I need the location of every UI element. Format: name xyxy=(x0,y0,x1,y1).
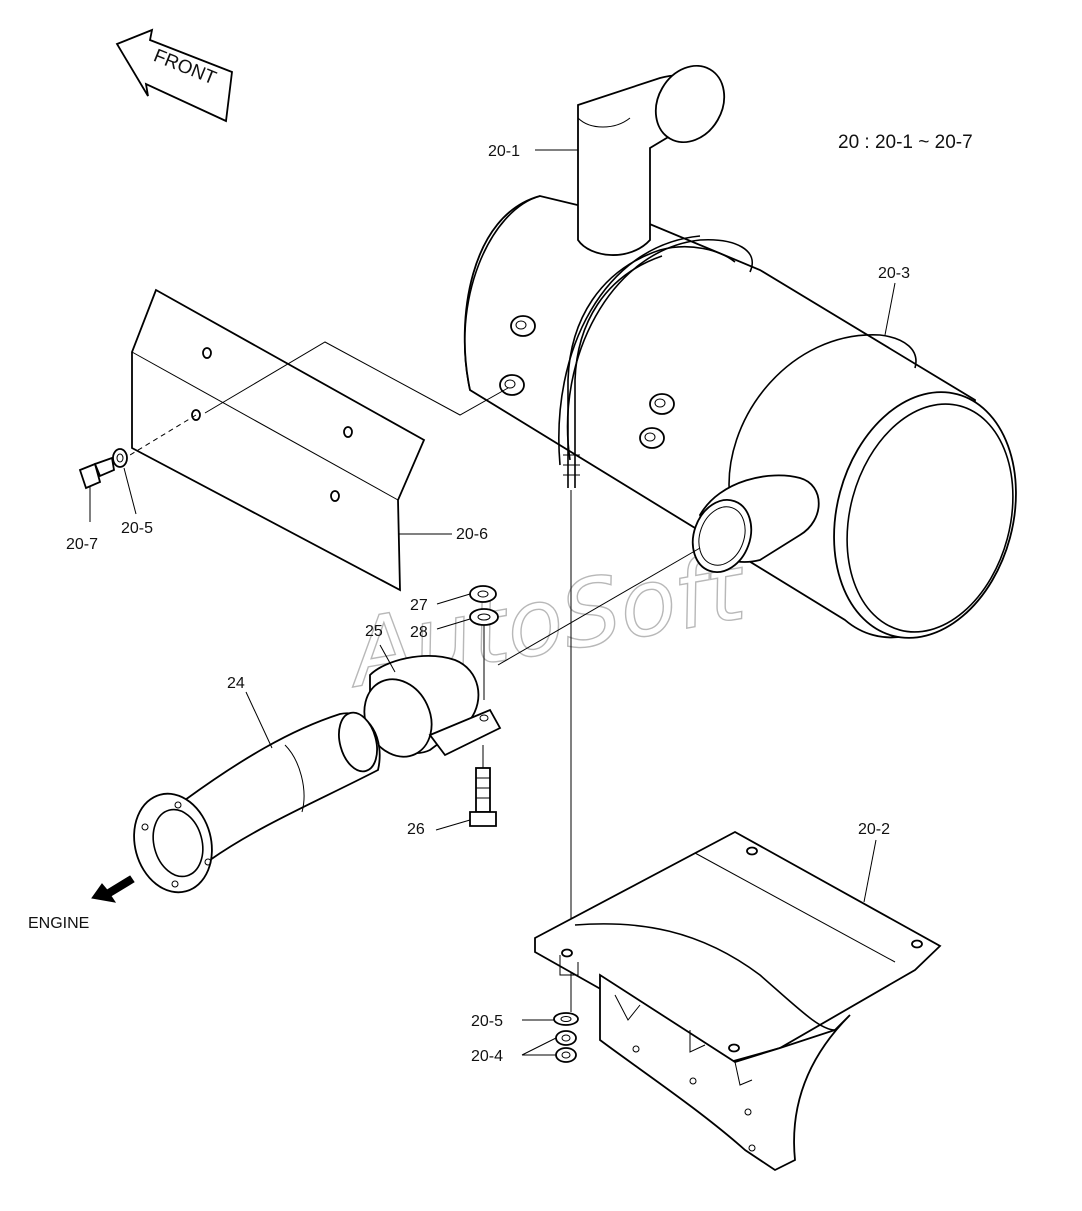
nut-20-4-b xyxy=(555,1047,577,1063)
engine-arrow-icon xyxy=(91,875,135,903)
front-arrow-icon: FRONT xyxy=(115,28,233,123)
callout-27: 27 xyxy=(410,597,428,614)
alignment-line xyxy=(204,341,509,416)
callout-24: 24 xyxy=(227,675,245,692)
leader-lines xyxy=(89,149,896,1056)
callout-20-3: 20-3 xyxy=(878,265,910,282)
callout-28: 28 xyxy=(410,624,428,641)
callout-20-7: 20-7 xyxy=(66,536,98,553)
bolt-26 xyxy=(469,767,497,827)
washer-20-5-bottom xyxy=(553,1012,579,1026)
mounting-bracket xyxy=(534,830,942,1172)
callout-20-5-bottom: 20-5 xyxy=(471,1013,503,1030)
exhaust-pipe-24 xyxy=(133,711,381,894)
nut-20-4-a xyxy=(555,1030,577,1046)
callout-20-5-top: 20-5 xyxy=(121,520,153,537)
callout-20-1: 20-1 xyxy=(488,143,520,160)
nut-27 xyxy=(469,585,497,603)
callout-20-6: 20-6 xyxy=(456,526,488,543)
muffler-body xyxy=(463,195,1017,639)
u-bolt xyxy=(567,245,736,488)
heat-shield xyxy=(131,288,426,592)
clamp-25 xyxy=(363,655,502,758)
bolt-20-7 xyxy=(78,448,128,490)
callout-26: 26 xyxy=(407,821,425,838)
washer-28 xyxy=(469,608,499,626)
callout-20-4: 20-4 xyxy=(471,1048,503,1065)
engine-label: ENGINE xyxy=(28,915,89,932)
center-line xyxy=(497,547,701,666)
callout-20-2: 20-2 xyxy=(858,821,890,838)
assembly-note: 20 : 20-1 ~ 20-7 xyxy=(838,132,973,153)
exhaust-stack xyxy=(577,64,726,256)
callout-25: 25 xyxy=(365,623,383,640)
